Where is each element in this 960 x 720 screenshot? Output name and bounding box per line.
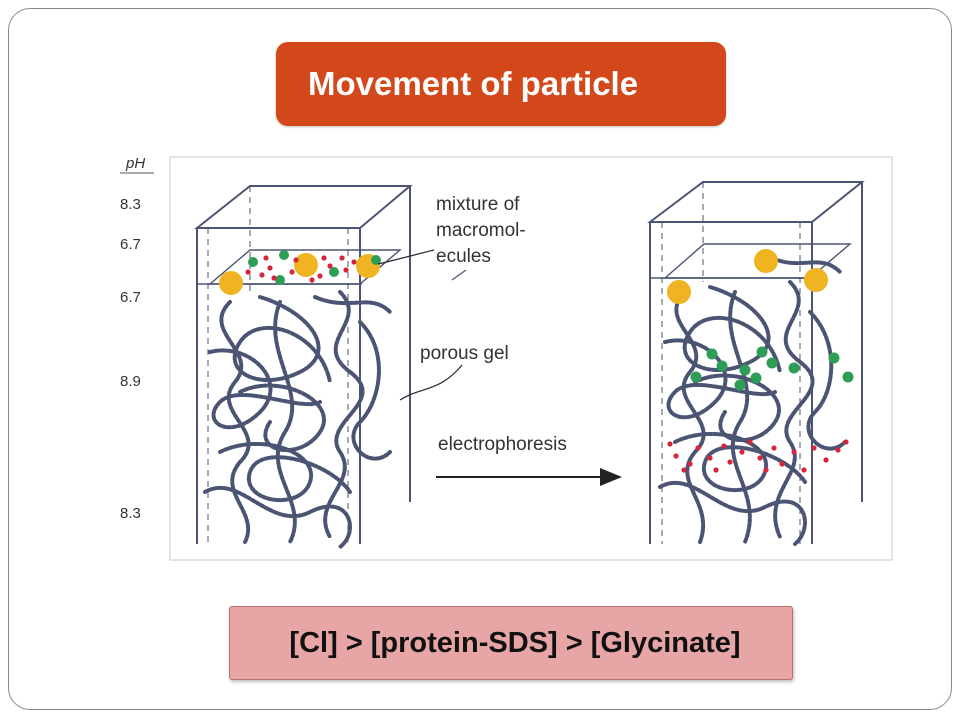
electrophoresis-diagram: pH 8.3 6.7 6.7 8.9 8.3 bbox=[120, 155, 893, 561]
porous-gel-pointer bbox=[399, 364, 463, 401]
ph-value: 8.9 bbox=[120, 373, 141, 390]
ph-value: 6.7 bbox=[120, 289, 141, 306]
ion-order-text: [Cl] > [protein-SDS] > [Glycinate] bbox=[289, 627, 741, 659]
slide-title: Movement of particle bbox=[308, 65, 639, 102]
ph-value: 8.3 bbox=[120, 196, 141, 213]
gel-column-before bbox=[194, 185, 413, 549]
label-mixture: mixture of bbox=[436, 194, 520, 215]
mixture-pointer bbox=[377, 249, 435, 265]
ph-value: 8.3 bbox=[120, 505, 141, 522]
ph-header: pH bbox=[125, 155, 145, 172]
label-mixture: macromol- bbox=[436, 220, 526, 241]
label-mixture: ecules bbox=[436, 246, 491, 267]
electrophoresis-arrow bbox=[436, 468, 622, 486]
title-banner: Movement of particle bbox=[276, 42, 726, 126]
ion-order-box: [Cl] > [protein-SDS] > [Glycinate] bbox=[229, 606, 793, 680]
mixture-tick bbox=[451, 269, 467, 281]
label-porous-gel: porous gel bbox=[420, 343, 509, 364]
ph-value: 6.7 bbox=[120, 236, 141, 253]
gel-column-after bbox=[647, 181, 865, 546]
label-electrophoresis: electrophoresis bbox=[438, 434, 567, 455]
